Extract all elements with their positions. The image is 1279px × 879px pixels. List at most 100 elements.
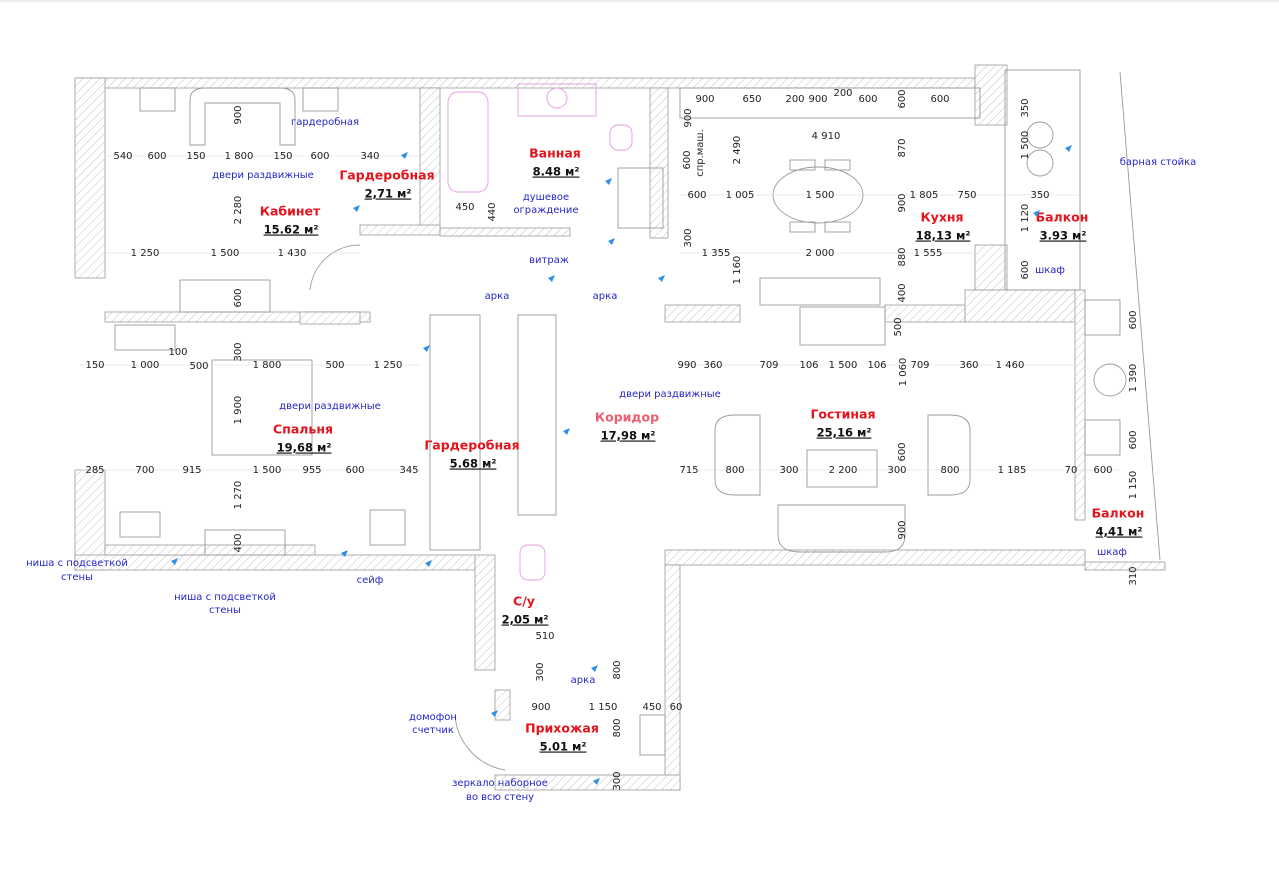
leader-arrow-icon	[548, 275, 555, 282]
leader-arrow-icon	[401, 152, 408, 159]
dimension-label: 1 500	[211, 248, 240, 259]
annotation-label: ниша с подсветкой	[26, 558, 128, 569]
dimension-label: 600	[1128, 310, 1139, 329]
leader-arrow-icon	[658, 275, 665, 282]
room-3-area: 18,13 м²	[916, 229, 971, 243]
annotation-label: шкаф	[1097, 547, 1127, 558]
dimension-label: 2 490	[732, 136, 743, 165]
room-labels: Кабинет 15.62 м² Гардеробная 2,71 м² Ванная 8…	[260, 146, 1145, 754]
room-3-name: Кухня	[920, 210, 963, 225]
dimension-label: 300	[612, 771, 623, 790]
dimension-label: 1 060	[898, 358, 909, 387]
room-2-name: Ванная	[529, 146, 581, 161]
annotation-label: шкаф	[1035, 265, 1065, 276]
dimension-label: 345	[399, 465, 418, 476]
dimension-label: 1 150	[1128, 471, 1139, 500]
dimension-label: 200	[785, 94, 804, 105]
room-11-area: 5.01 м²	[540, 740, 587, 754]
annotation-label: стены	[209, 605, 241, 616]
annotation-label: во всю стену	[466, 792, 534, 803]
room-8-name: Гостиная	[810, 407, 875, 422]
room-9-name: Балкон	[1092, 506, 1145, 521]
dimension-label: 350	[1030, 190, 1049, 201]
annotation-label: арка	[485, 291, 510, 302]
dimension-label: 600	[930, 94, 949, 105]
dimension-label: 1 500	[253, 465, 282, 476]
room-1-name: Гардеробная	[339, 168, 434, 183]
annotation-label: арка	[571, 675, 596, 686]
dimension-label: 510	[535, 631, 554, 642]
dimension-label: 880	[897, 247, 908, 266]
dimension-label: 1 800	[253, 360, 282, 371]
leader-arrow-icon	[605, 178, 612, 185]
dimension-label: 900	[233, 105, 244, 124]
dimension-label: 1 500	[806, 190, 835, 201]
dimension-label: 300	[535, 662, 546, 681]
dimension-label: 1 250	[131, 248, 160, 259]
dimension-label: 500	[189, 361, 208, 372]
dimension-label: 2 000	[806, 248, 835, 259]
leader-arrow-icon	[608, 238, 615, 245]
room-2-area: 8.48 м²	[533, 165, 580, 179]
dimension-label: 600	[1093, 465, 1112, 476]
dimension-label: 500	[893, 317, 904, 336]
dimension-label: 600	[310, 151, 329, 162]
room-5-name: Спальня	[273, 422, 333, 437]
dimension-label: 300	[779, 465, 798, 476]
annotation-label: счетчик	[412, 725, 454, 736]
leader-arrow-icon	[593, 778, 600, 785]
walls	[74, 64, 1166, 791]
dimension-label: 990	[677, 360, 696, 371]
dimension-label: 1 005	[726, 190, 755, 201]
dimension-label: 540	[113, 151, 132, 162]
leader-arrow-icon	[171, 558, 178, 565]
dimension-label: 300	[887, 465, 906, 476]
dimension-label: 310	[1128, 566, 1139, 585]
leader-arrow-icon	[423, 345, 430, 352]
dimension-label: 400	[897, 283, 908, 302]
dimension-label: 1 120	[1020, 204, 1031, 233]
room-4-name: Балкон	[1036, 210, 1089, 225]
room-0-name: Кабинет	[260, 204, 321, 219]
room-1-area: 2,71 м²	[365, 187, 412, 201]
room-8-area: 25,16 м²	[817, 426, 872, 440]
annotation-label: домофон	[409, 712, 457, 723]
room-6-name: Гардеробная	[424, 438, 519, 453]
dimension-label: 600	[858, 94, 877, 105]
dimension-label: 600	[897, 442, 908, 461]
leader-arrow-icon	[1033, 210, 1040, 217]
dimension-label: 900	[897, 520, 908, 539]
room-0-area: 15.62 м²	[264, 223, 319, 237]
dimension-label: 1 430	[278, 248, 307, 259]
leader-arrow-icon	[591, 665, 598, 672]
leader-arrow-icon	[563, 428, 570, 435]
annotation-label: ниша с подсветкой	[174, 592, 276, 603]
annotation-label: барная стойка	[1120, 157, 1197, 168]
dimension-label: 709	[910, 360, 929, 371]
room-4-area: 3.93 м²	[1040, 229, 1087, 243]
dimension-label: 600	[233, 288, 244, 307]
annotation-label: арка	[593, 291, 618, 302]
dimension-label: 709	[759, 360, 778, 371]
dimension-label: 1 390	[1128, 364, 1139, 393]
dimension-label: 955	[302, 465, 321, 476]
dimension-label: 200	[833, 88, 852, 99]
dimension-label: 300	[233, 342, 244, 361]
room-7-area: 17,98 м²	[601, 429, 656, 443]
dimension-label: 1 500	[829, 360, 858, 371]
dimension-label: 70	[1065, 465, 1078, 476]
room-11-name: Прихожая	[525, 721, 599, 736]
dimension-label: 4 910	[812, 131, 841, 142]
dimension-label: 900	[695, 94, 714, 105]
dimension-label: 150	[273, 151, 292, 162]
leader-arrow-icon	[425, 560, 432, 567]
dimension-label: 1 000	[131, 360, 160, 371]
dimension-label: 600	[682, 150, 693, 169]
dimension-label: 800	[725, 465, 744, 476]
dimension-label: 650	[742, 94, 761, 105]
annotation-label: душевое	[523, 192, 569, 203]
dimension-label: 106	[867, 360, 886, 371]
